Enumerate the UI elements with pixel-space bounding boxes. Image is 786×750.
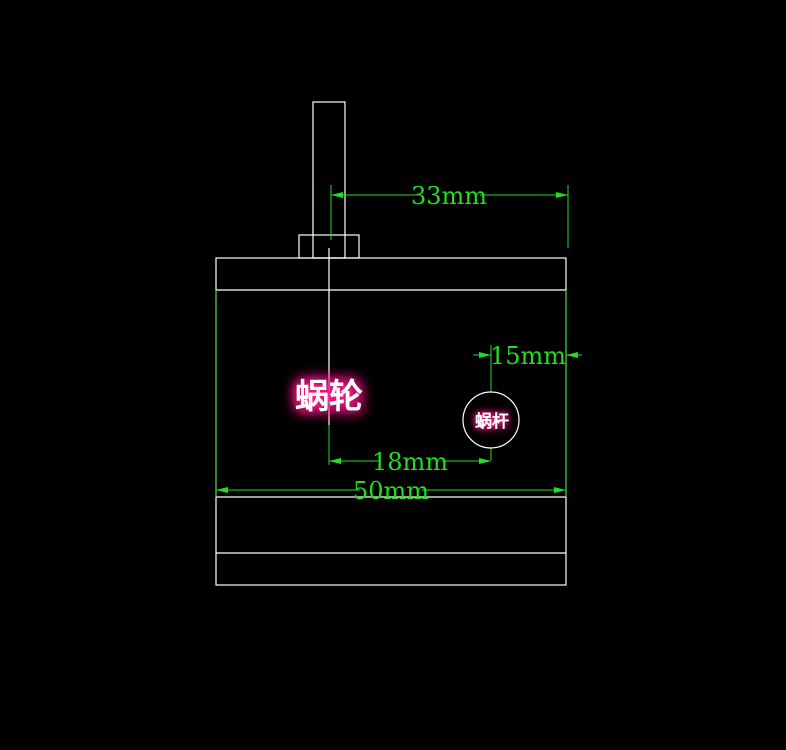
dimension-lines xyxy=(215,185,582,497)
worm-circle xyxy=(462,391,520,449)
dim-15mm-label: 15mm xyxy=(490,342,566,370)
worm-label: 蜗杆 xyxy=(475,412,509,432)
dim-50mm-label: 50mm xyxy=(353,477,429,505)
dim-33mm-label: 33mm xyxy=(411,182,487,210)
worm-wheel-label: 蜗轮 xyxy=(295,377,363,417)
dimension-arrows xyxy=(216,192,578,493)
dim-18mm-label: 18mm xyxy=(372,448,448,476)
